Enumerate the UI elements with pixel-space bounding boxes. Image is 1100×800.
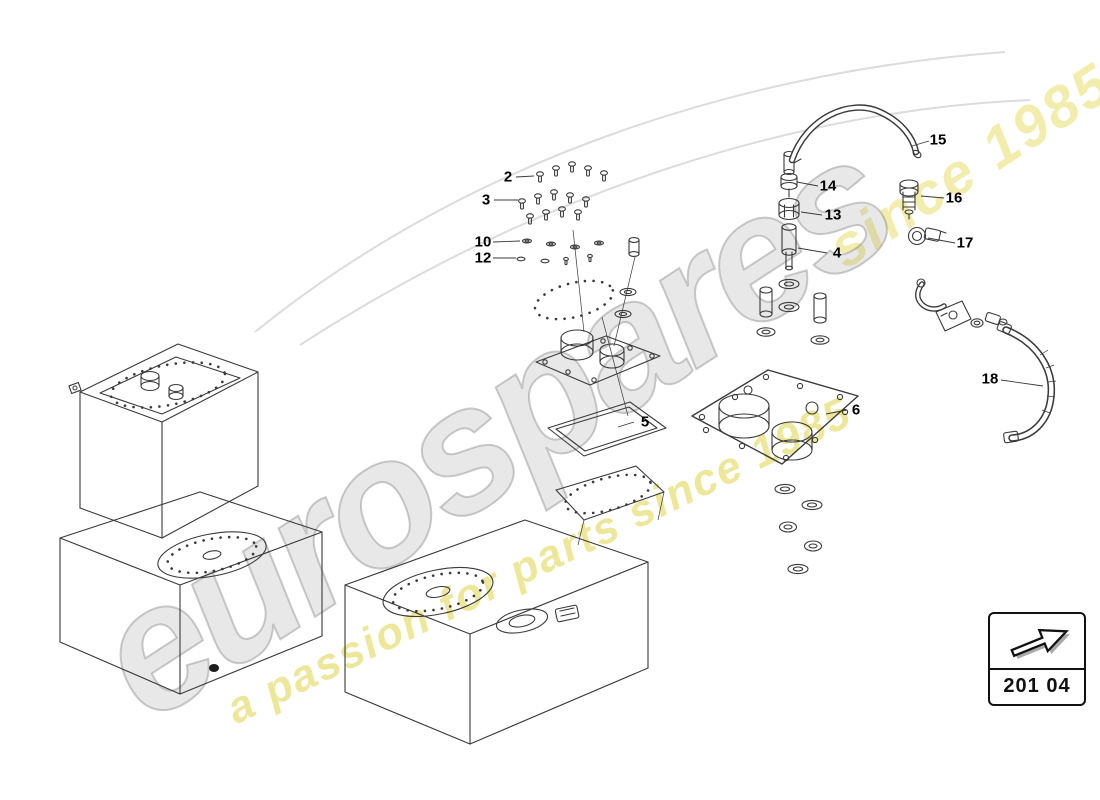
direction-arrow-icon xyxy=(990,614,1084,668)
callout-part-12[interactable]: 12 xyxy=(474,249,492,267)
callout-part-4[interactable]: 4 xyxy=(832,244,842,262)
vent-hose xyxy=(792,108,922,160)
screw-group xyxy=(518,161,608,225)
callout-leader-lines xyxy=(493,141,1043,427)
main-fuel-tank xyxy=(345,520,648,744)
braided-hose xyxy=(997,321,1056,443)
bolt-hole-pattern xyxy=(531,230,628,416)
large-flange-plate xyxy=(692,370,858,464)
part-code: 201 04 xyxy=(990,668,1084,704)
hose-connector xyxy=(909,228,947,245)
fuel-sensor xyxy=(900,180,918,219)
fuel-sender-assembly xyxy=(757,152,829,345)
callout-part-14[interactable]: 14 xyxy=(819,177,837,195)
callout-part-18[interactable]: 18 xyxy=(981,370,999,388)
small-valve xyxy=(614,238,639,346)
left-fuel-tank xyxy=(69,344,258,538)
tank-neck-opening xyxy=(556,466,664,545)
callout-part-5[interactable]: 5 xyxy=(640,413,650,431)
pump-flange-plate xyxy=(536,330,660,385)
background-swoosh xyxy=(255,52,1030,345)
callout-part-6[interactable]: 6 xyxy=(851,401,861,419)
callout-part-3[interactable]: 3 xyxy=(481,191,491,209)
callout-part-10[interactable]: 10 xyxy=(474,233,492,251)
small-washers-clips xyxy=(517,239,604,265)
callout-part-13[interactable]: 13 xyxy=(824,206,842,224)
washer-nut-stack xyxy=(774,483,823,575)
elbow-bracket-fittings xyxy=(917,279,1007,331)
callout-part-16[interactable]: 16 xyxy=(945,189,963,207)
callout-part-15[interactable]: 15 xyxy=(929,131,947,149)
callout-part-2[interactable]: 2 xyxy=(503,168,513,186)
flange-gasket xyxy=(548,402,666,456)
base-structure xyxy=(60,492,322,694)
callout-part-17[interactable]: 17 xyxy=(956,234,974,252)
part-code-stamp: 201 04 xyxy=(988,612,1086,706)
